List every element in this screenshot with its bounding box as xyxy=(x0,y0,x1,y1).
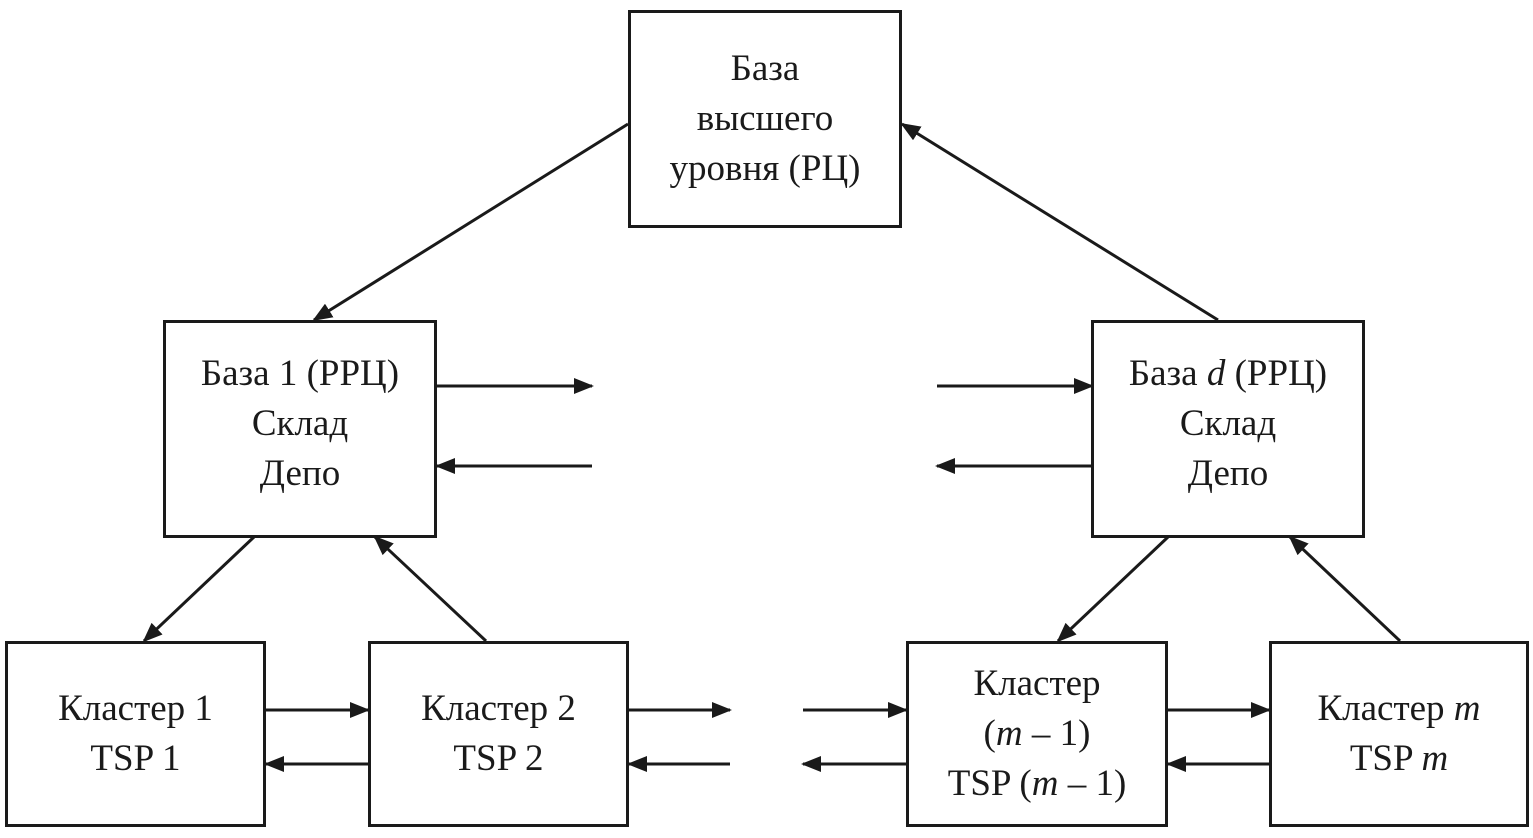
arrow-based-to-clusterm1 xyxy=(1056,535,1170,643)
node-based-line3: Депо xyxy=(1187,453,1269,494)
node-clusterm-line2: TSP m xyxy=(1350,734,1448,784)
node-clusterm1-line3: TSP (m – 1) xyxy=(948,759,1127,809)
node-clusterm-line2-var: m xyxy=(1421,738,1449,779)
node-cluster2-line2: TSP 2 xyxy=(453,738,544,779)
node-cluster-1: Кластер 1 TSP 1 xyxy=(5,641,266,827)
node-based-line1: База d (РРЦ) xyxy=(1129,349,1327,399)
node-clusterm1-line1: Кластер xyxy=(973,663,1101,704)
node-clusterm1-line2-pre: ( xyxy=(983,713,996,754)
arrow-cluster2-to-base1 xyxy=(373,535,488,643)
node-base1-line2: Склад xyxy=(251,403,349,444)
node-cluster1-line2: TSP 1 xyxy=(90,738,181,779)
node-top-base: База высшего уровня (РЦ) xyxy=(628,10,902,228)
node-based-line1-pre: База xyxy=(1128,353,1207,394)
node-based-line2: Склад xyxy=(1179,403,1277,444)
arrow-clusterm-to-based xyxy=(1288,535,1402,643)
node-clusterm1-line2: (m – 1) xyxy=(984,709,1091,759)
node-based-line1-var: d xyxy=(1206,353,1226,394)
node-top-line2: высшего xyxy=(696,98,834,139)
node-top-line3: уровня (РЦ) xyxy=(669,148,861,189)
node-clusterm1-line2-var: m xyxy=(995,713,1023,754)
node-cluster2-line1: Кластер 2 xyxy=(421,688,576,729)
node-cluster-2: Кластер 2 TSP 2 xyxy=(368,641,629,827)
arrow-based-to-top xyxy=(900,122,1219,322)
node-clusterm1-line2-post: – 1) xyxy=(1022,713,1091,754)
arrow-top-to-base1 xyxy=(312,122,629,322)
node-base-1: База 1 (РРЦ) Склад Депо xyxy=(163,320,437,538)
node-clusterm-line1: Кластер m xyxy=(1317,684,1480,734)
arrow-base1-to-cluster1 xyxy=(142,535,256,643)
node-clusterm-line1-var: m xyxy=(1453,688,1481,729)
node-base-d: База d (РРЦ) Склад Депо xyxy=(1091,320,1365,538)
node-clusterm1-line3-post: – 1) xyxy=(1058,763,1127,804)
node-cluster-m: Кластер m TSP m xyxy=(1269,641,1529,827)
node-based-line1-post: (РРЦ) xyxy=(1225,353,1328,394)
node-base1-line1: База 1 (РРЦ) xyxy=(200,353,400,394)
node-clusterm1-line3-var: m xyxy=(1031,763,1059,804)
node-cluster-m-minus-1: Кластер (m – 1) TSP (m – 1) xyxy=(906,641,1168,827)
node-base1-line3: Депо xyxy=(259,453,341,494)
node-cluster1-line1: Кластер 1 xyxy=(58,688,213,729)
node-clusterm-line2-pre: TSP xyxy=(1349,738,1422,779)
node-clusterm-line1-pre: Кластер xyxy=(1317,688,1454,729)
node-clusterm1-line3-pre: TSP ( xyxy=(947,763,1032,804)
node-top-line1: База xyxy=(730,48,800,89)
